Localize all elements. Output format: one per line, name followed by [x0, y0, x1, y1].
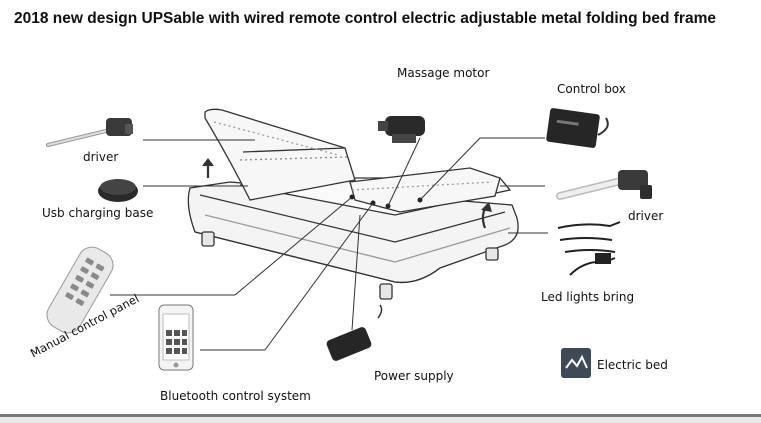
electric-bed-logo-icon — [561, 348, 591, 378]
bottom-strip — [0, 417, 761, 423]
label-led-lights-bring: Led lights bring — [541, 290, 635, 304]
control-box-icon — [546, 108, 609, 148]
label-massage-motor: Massage motor — [397, 66, 490, 80]
smartphone-icon — [158, 304, 194, 371]
led-strip-icon — [557, 221, 621, 276]
page-title: 2018 new design UPSable with wired remot… — [14, 10, 716, 27]
label-control-box: Control box — [557, 82, 626, 96]
power-adapter-icon — [326, 304, 383, 361]
charging-pad-icon — [98, 179, 138, 202]
label-usb-charging-base: Usb charging base — [42, 206, 154, 220]
label-driver-left: driver — [83, 150, 119, 164]
label-driver-right: driver — [628, 209, 664, 223]
label-power-supply: Power supply — [374, 369, 454, 383]
label-bluetooth-control-system: Bluetooth control system — [160, 389, 311, 403]
bottom-divider — [0, 414, 761, 417]
label-electric-bed: Electric bed — [597, 358, 668, 372]
linear-actuator-icon — [46, 118, 133, 147]
linear-actuator-icon — [556, 170, 652, 200]
massage-motor-icon — [378, 116, 425, 143]
remote-control-icon — [46, 246, 114, 334]
leader-lines — [110, 137, 548, 351]
bed-illustration — [187, 108, 519, 300]
